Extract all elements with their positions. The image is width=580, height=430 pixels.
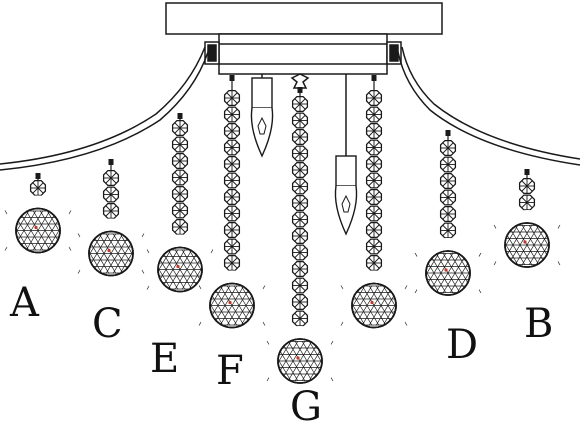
left-arm: [0, 51, 209, 171]
crystal-bead: [439, 205, 457, 223]
strand-d: [413, 130, 483, 308]
crystal-bead: [102, 186, 120, 203]
label-f: F: [216, 348, 244, 394]
crystal-bead: [223, 139, 241, 156]
crystal-bead: [171, 169, 189, 186]
crystal-ball: [3, 195, 73, 266]
crystal-bead: [29, 179, 47, 197]
label-d: D: [446, 322, 478, 368]
crystal-bead: [439, 156, 457, 173]
crystal-bead: [171, 202, 189, 219]
crystal-bead: [518, 177, 536, 195]
crystal-bead: [223, 155, 241, 173]
crystal-bead: [171, 185, 189, 203]
crystal-bead: [518, 194, 536, 211]
mounting-body: [218, 33, 388, 75]
crystal-bead: [291, 260, 309, 278]
crystal-bead: [439, 189, 457, 206]
crystal-bead: [223, 89, 241, 107]
crystal-bead: [439, 139, 457, 157]
label-e: E: [150, 336, 179, 382]
crystal-bead: [291, 277, 309, 294]
crystal-bead: [291, 244, 309, 261]
label-b: B: [524, 301, 553, 347]
crystal-bead: [365, 155, 383, 173]
crystal-bead: [365, 188, 383, 206]
crystal-ball: [197, 270, 267, 341]
crystal-bead: [171, 119, 189, 137]
crystal-bead: [102, 169, 120, 187]
crystal-bead: [439, 222, 457, 239]
right-arm: [397, 51, 580, 166]
crystal-bead: [223, 238, 241, 255]
crystal-bead: [291, 293, 309, 311]
crystal-ball: [145, 234, 215, 305]
crystal-bead: [291, 310, 309, 327]
crystal-bead: [291, 145, 309, 162]
strand-b: [492, 169, 562, 280]
crystal-bead: [223, 205, 241, 222]
crystal-bead: [365, 238, 383, 255]
crystal-bead: [365, 221, 383, 239]
crystal-bead: [171, 152, 189, 170]
crystal-bead: [439, 172, 457, 190]
strand-a: [3, 173, 73, 266]
crystal-ball: [413, 238, 483, 308]
crystal-bead: [365, 172, 383, 189]
crystal-bead: [223, 106, 241, 123]
strand-g: [265, 87, 335, 396]
strand-e: [145, 113, 215, 305]
crystal-bead: [171, 218, 189, 236]
crystal-bead: [365, 122, 383, 140]
candle-bulb: [334, 155, 358, 236]
label-g: G: [290, 384, 322, 430]
crystal-bead: [365, 139, 383, 156]
crystal-bead: [291, 161, 309, 179]
crystal-bead: [223, 188, 241, 206]
strand-f: [197, 75, 267, 341]
crystal-bead: [223, 221, 241, 239]
crystal-bead: [365, 205, 383, 222]
crystal-bead: [223, 122, 241, 140]
crystal-bead: [291, 128, 309, 146]
crystal-bead: [365, 254, 383, 272]
crystal-ball: [265, 326, 335, 396]
label-a: A: [9, 280, 40, 326]
crystal-bead: [102, 202, 120, 220]
strand-c: [76, 159, 146, 289]
crystal-ball: [492, 210, 562, 280]
crystal-bead: [291, 112, 309, 129]
label-c: C: [92, 301, 123, 347]
strand-f2: [339, 75, 409, 341]
crystal-bead: [291, 227, 309, 245]
crystal-bead: [365, 89, 383, 107]
crystal-bead: [291, 211, 309, 228]
crystal-bead: [291, 194, 309, 212]
crystal-bead: [291, 178, 309, 195]
crystal-bead: [291, 95, 309, 113]
ceiling-plate: [165, 2, 443, 35]
crystal-bead: [223, 254, 241, 272]
crystal-bead: [171, 136, 189, 153]
crystal-ball: [339, 270, 409, 341]
crystal-bead: [223, 172, 241, 189]
center-finial: [290, 73, 310, 89]
crystal-ball: [76, 218, 146, 289]
crystal-bead: [365, 106, 383, 123]
candle-bulb: [250, 77, 274, 158]
